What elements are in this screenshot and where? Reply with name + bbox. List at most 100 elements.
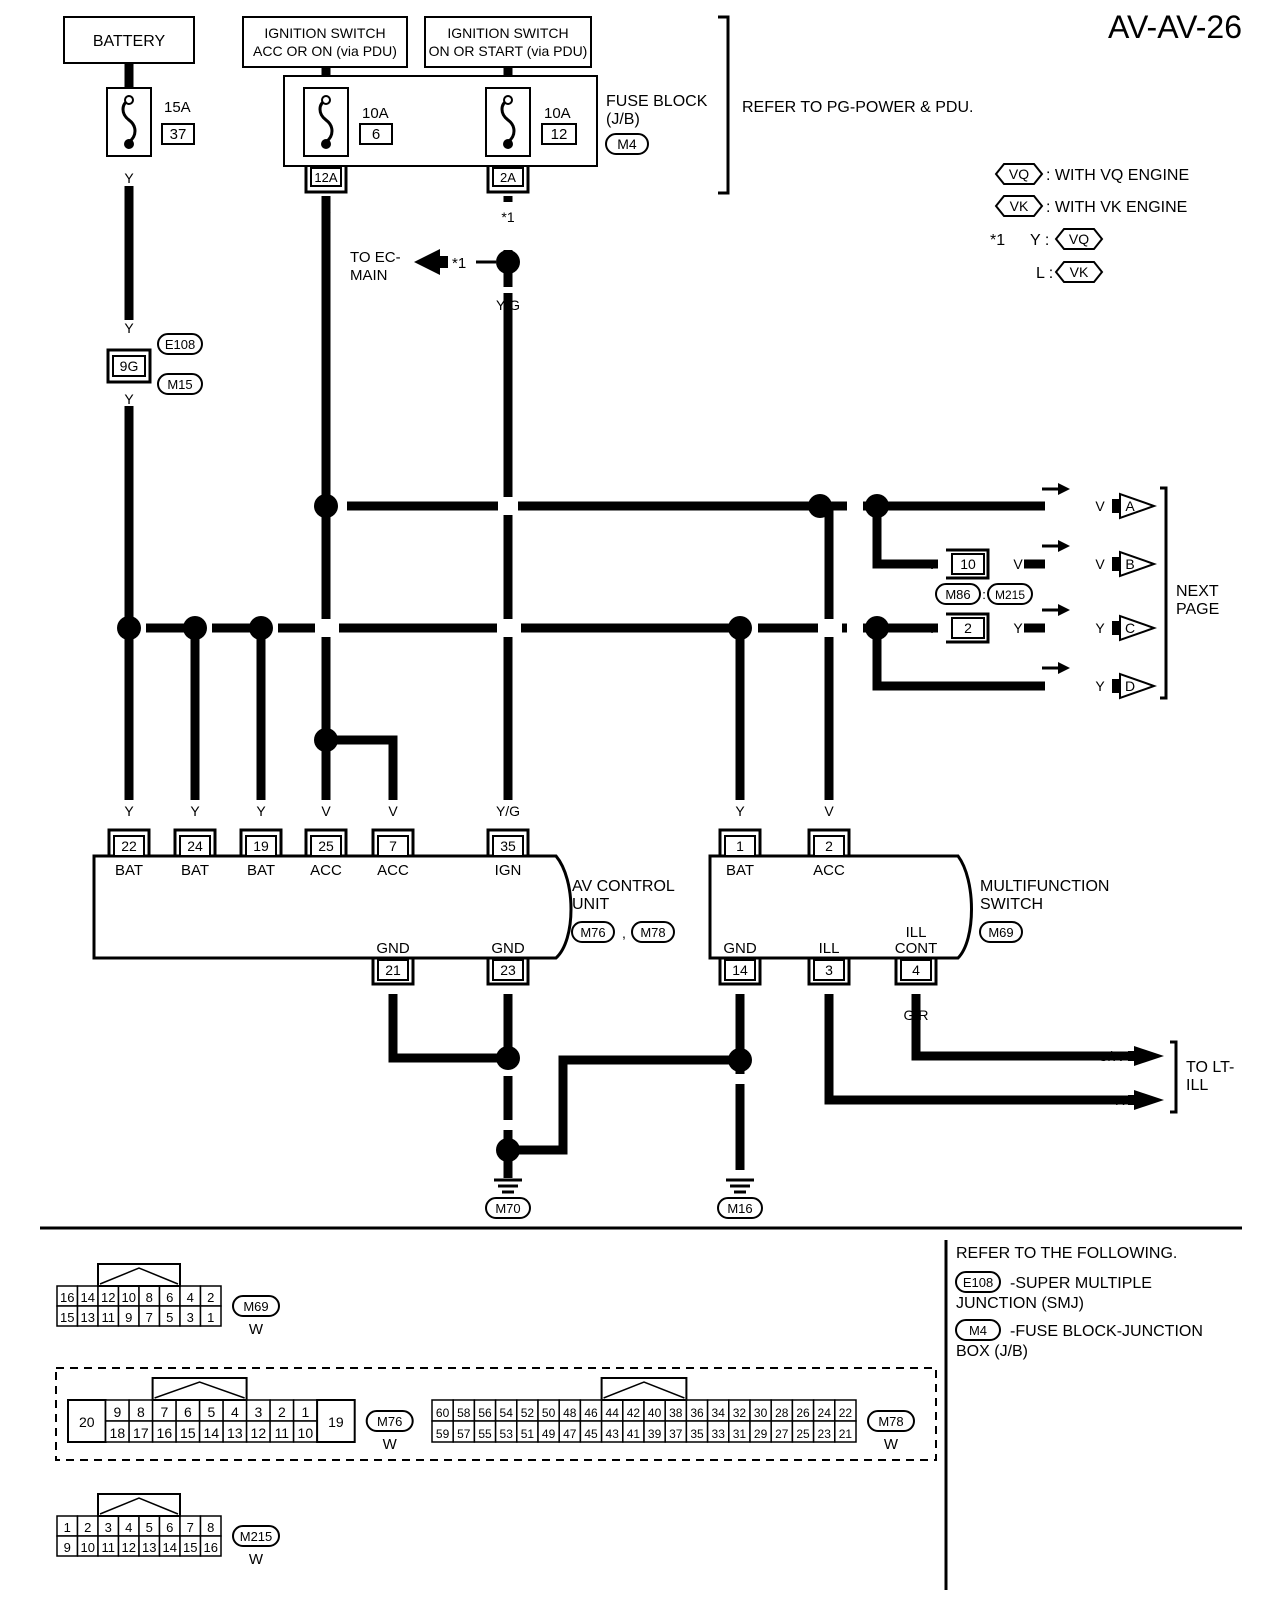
ign-on-label-2: ON OR START (via PDU) <box>429 43 588 59</box>
cavity-30: 30 <box>754 1406 768 1420</box>
refer-e108-l1: -SUPER MULTIPLE <box>1010 1275 1152 1292</box>
legend-vk-sym: VK <box>1010 198 1029 214</box>
wire-v-to-b-left <box>872 506 938 569</box>
inline-connector-2: 2 <box>946 612 990 644</box>
wire-y-to-d <box>872 628 1045 691</box>
pin-2a: 2A <box>500 170 516 185</box>
color-gr-4: G/R <box>904 1007 929 1023</box>
cavity-17: 17 <box>133 1425 149 1441</box>
splice-y-1 <box>117 616 141 640</box>
av-pin-24-num: 24 <box>187 838 203 854</box>
cavity-39: 39 <box>648 1427 662 1441</box>
off-page-c <box>1119 614 1158 642</box>
junction-pin: 9G <box>120 358 139 374</box>
cavity-58: 58 <box>457 1406 471 1420</box>
refer-m4-l1: -FUSE BLOCK-JUNCTION <box>1010 1323 1203 1340</box>
fuse-block-label-1: FUSE BLOCK <box>606 93 708 110</box>
legend-star: *1 <box>990 232 1005 249</box>
off-page-d-label: D <box>1125 678 1135 694</box>
connector-color-m76: W <box>383 1436 398 1453</box>
av-gnd-23-label: GND <box>491 940 525 957</box>
cavity-3: 3 <box>105 1520 112 1535</box>
color-y-mfs1: Y <box>735 803 745 819</box>
cavity-9: 9 <box>64 1540 71 1555</box>
legend-vk-text: : WITH VK ENGINE <box>1046 199 1187 216</box>
arrow-right-gr-icon <box>1128 1046 1164 1066</box>
connector-name-m69: M69 <box>243 1299 268 1314</box>
cavity-13: 13 <box>142 1540 156 1555</box>
cavity-7: 7 <box>146 1310 153 1325</box>
color-yg-pin35: Y/G <box>496 803 520 819</box>
color-y-d: Y <box>1095 678 1105 694</box>
mfs-pin-3-num: 3 <box>825 962 833 978</box>
splice-acc <box>314 728 338 752</box>
vk-symbol <box>994 195 1044 217</box>
cavity-18: 18 <box>110 1425 126 1441</box>
to-ec-star: *1 <box>452 255 466 272</box>
mfs-conn: M69 <box>988 925 1013 940</box>
wire-r <box>824 994 1130 1105</box>
cavity-29: 29 <box>754 1427 768 1441</box>
ground-m16: M16 <box>717 1178 763 1219</box>
av-pin-35-label: IGN <box>495 862 522 879</box>
cavity-12: 12 <box>101 1290 115 1305</box>
cavity-13: 13 <box>227 1425 243 1441</box>
color-y-pin24: Y <box>190 803 200 819</box>
junction-conn-2: M15 <box>167 377 192 392</box>
off-page-a <box>1119 492 1158 520</box>
to-ec-l2: MAIN <box>350 267 388 284</box>
color-y-pin19: Y <box>256 803 266 819</box>
color-y-c3: Y <box>1095 620 1105 636</box>
cavity-7: 7 <box>160 1404 168 1420</box>
cavity-46: 46 <box>584 1406 598 1420</box>
splice-y-2 <box>183 616 207 640</box>
mfs-ill-label: ILL <box>819 940 840 957</box>
ground-m70-label: M70 <box>495 1201 520 1216</box>
av-unit-l1: AV CONTROL <box>572 878 675 895</box>
wire-gnd-21 <box>388 994 508 1063</box>
to-ec-l1: TO EC- <box>350 249 401 266</box>
av-pin-22-num: 22 <box>121 838 137 854</box>
cavity-6: 6 <box>184 1404 192 1420</box>
fuse-block-label-2: (J/B) <box>606 111 640 128</box>
mfs-l1: MULTIFUNCTION <box>980 878 1109 895</box>
color-v-b3: V <box>1095 556 1105 572</box>
fuse-10a-1-amp: 10A <box>362 105 389 122</box>
cavity-53: 53 <box>500 1427 514 1441</box>
legend-vq-text: : WITH VQ ENGINE <box>1046 167 1189 184</box>
refer-pg-power: REFER TO PG-POWER & PDU. <box>742 99 973 116</box>
fuse-10a-2-num: 12 <box>551 126 568 143</box>
splice-v-2 <box>808 494 832 518</box>
color-v-b2: V <box>1013 556 1023 572</box>
cavity-37: 37 <box>669 1427 683 1441</box>
color-b-m16: B <box>735 1153 744 1169</box>
color-r-out: R <box>1115 1092 1125 1108</box>
cavity-10: 10 <box>81 1540 95 1555</box>
color-b-cross: B <box>558 1099 567 1115</box>
splice-y-5 <box>865 616 889 640</box>
color-v-b1: V <box>927 556 937 572</box>
cavity-12: 12 <box>251 1425 267 1441</box>
next-page-l2: PAGE <box>1176 601 1219 618</box>
off-page-c-label: C <box>1125 620 1135 636</box>
pin-12a: 12A <box>314 170 337 185</box>
cavity-7: 7 <box>187 1520 194 1535</box>
av-gnd-21-label: GND <box>376 940 410 957</box>
cavity-4: 4 <box>231 1404 239 1420</box>
cavity-15: 15 <box>180 1425 196 1441</box>
color-y-c1: Y <box>927 620 937 636</box>
refer-box: REFER TO THE FOLLOWING. E108 -SUPER MULT… <box>955 1245 1203 1360</box>
mfs-l2: SWITCH <box>980 896 1043 913</box>
color-y-3: Y <box>124 391 134 407</box>
cavity-11: 11 <box>102 1540 116 1555</box>
battery-source: BATTERY <box>63 16 195 64</box>
